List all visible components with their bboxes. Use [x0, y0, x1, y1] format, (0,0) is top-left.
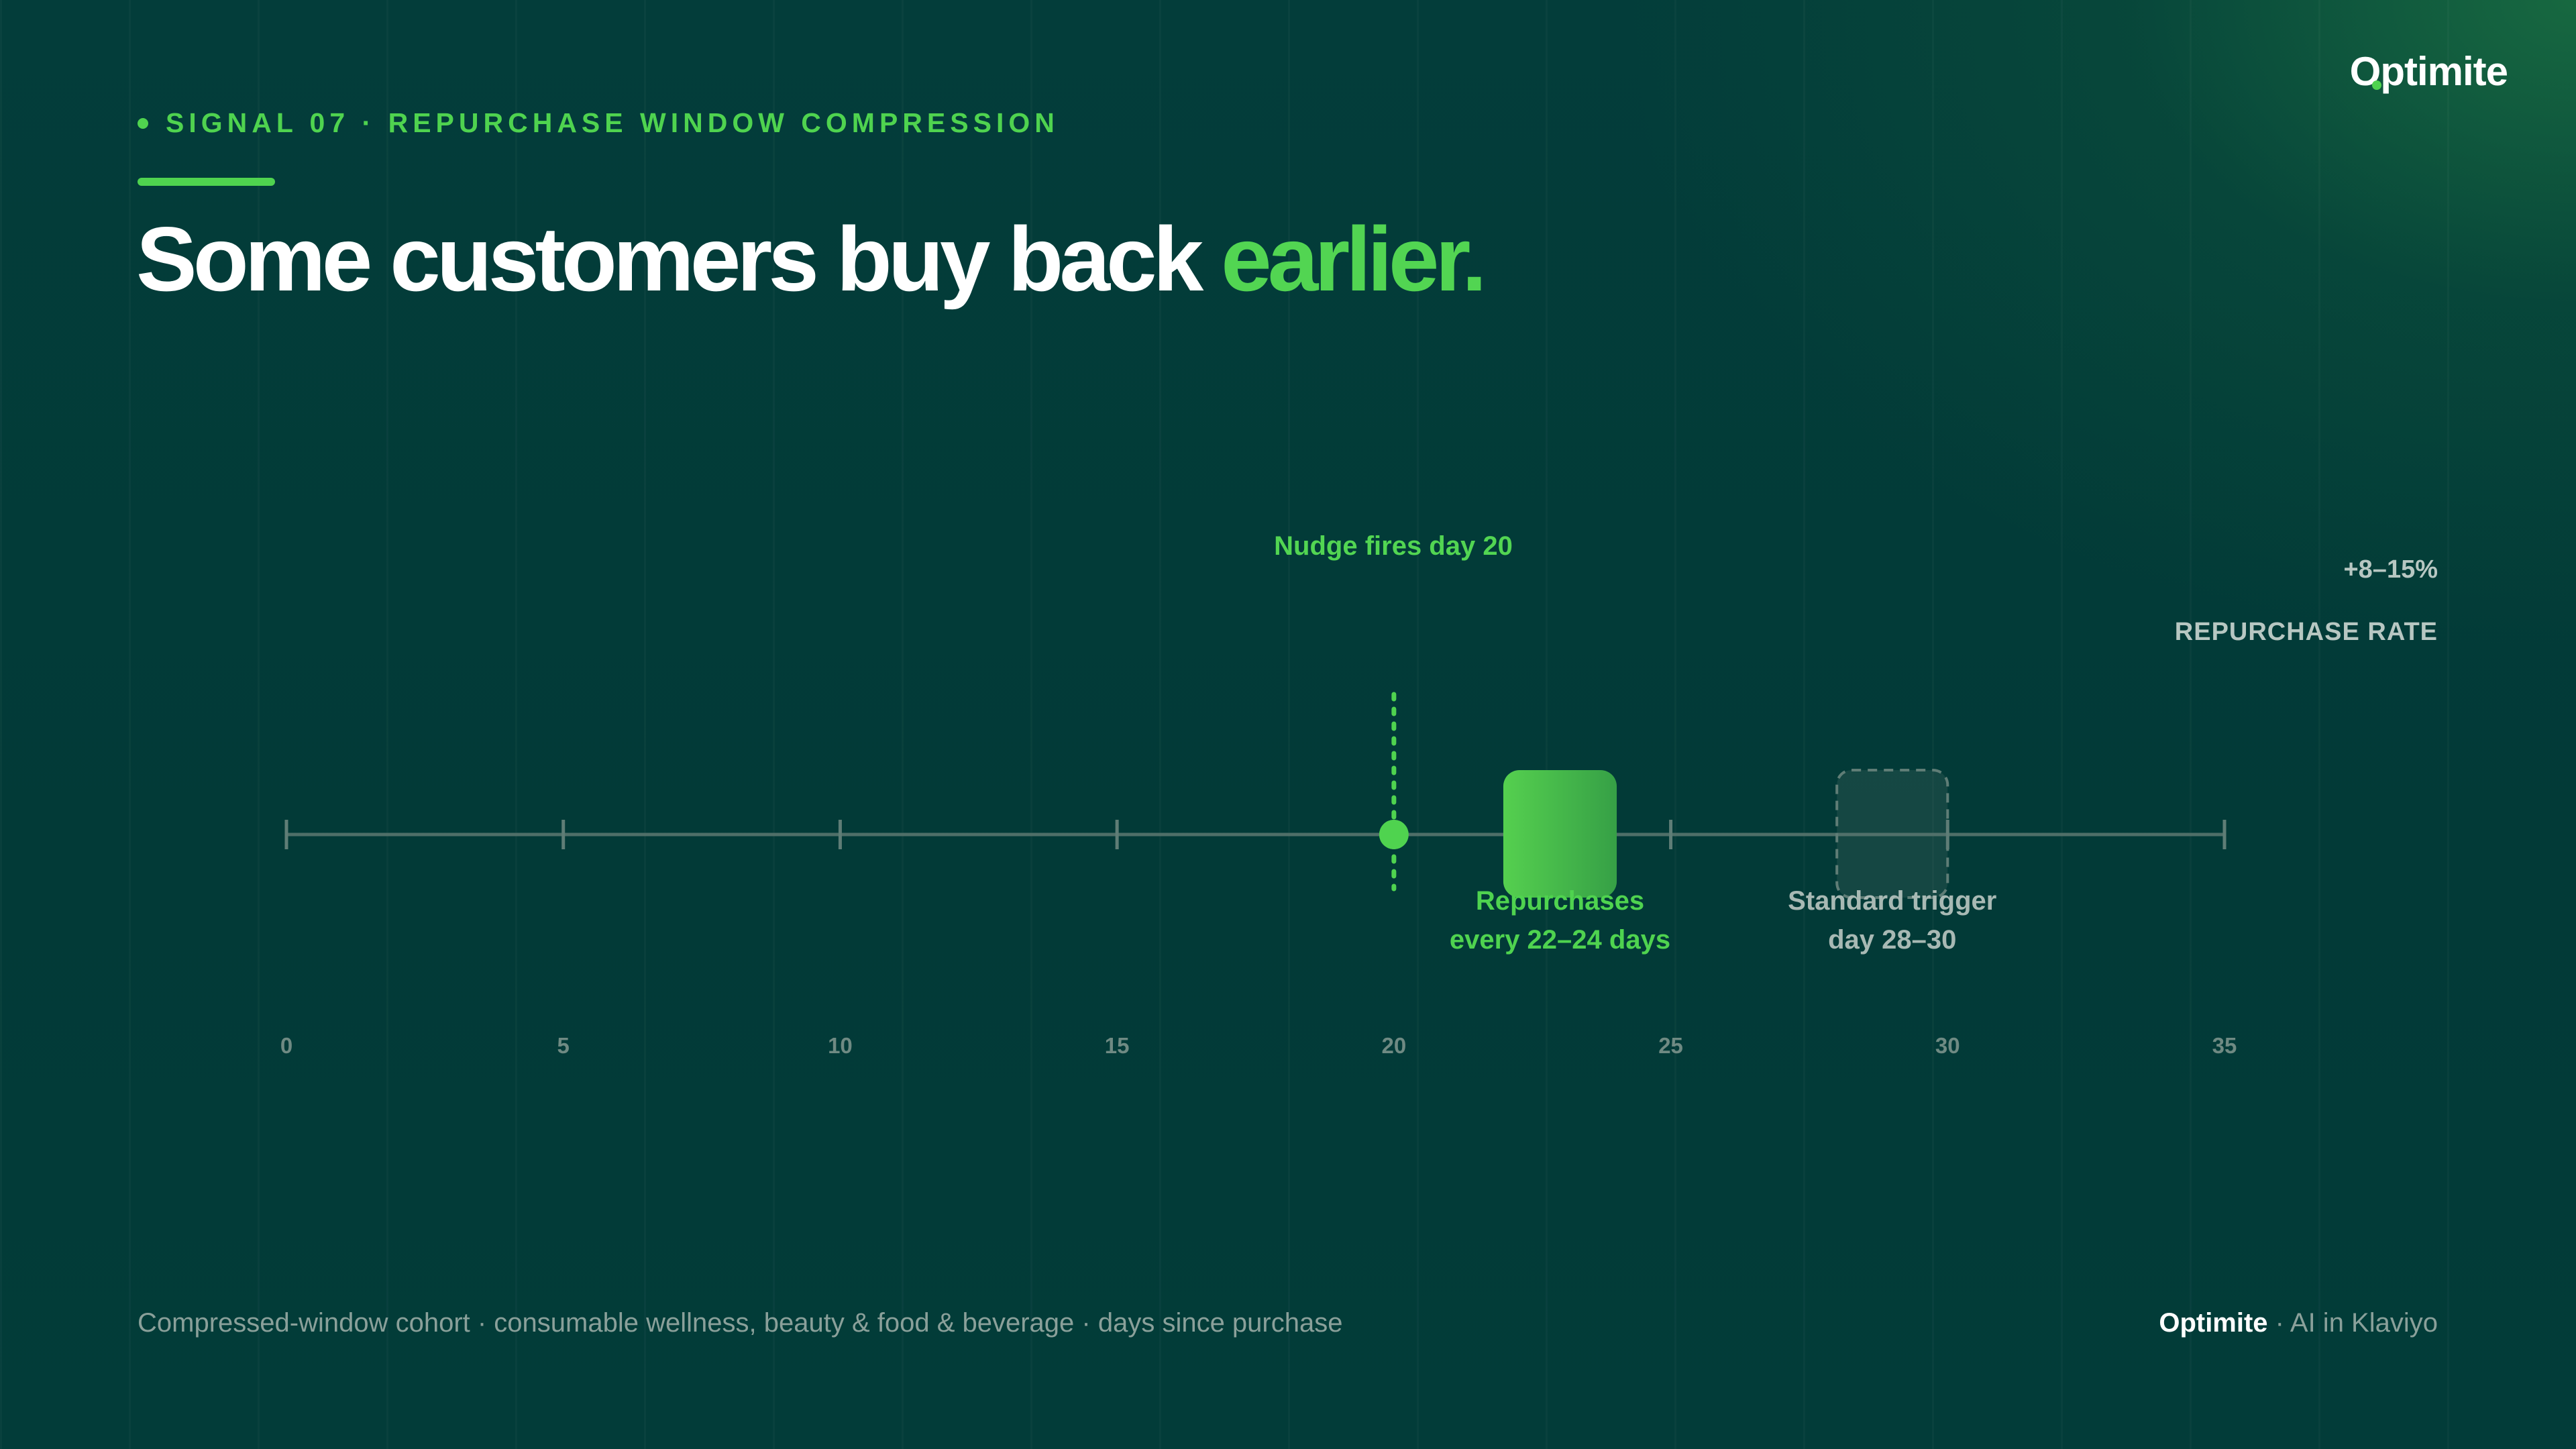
- nudge-label: Nudge fires day 20: [1274, 531, 1513, 561]
- page-title: Some customers buy back earlier.: [136, 207, 1487, 311]
- stat-block: +8–15% REPURCHASE RATE: [2175, 555, 2438, 647]
- axis-tick-label: 20: [1381, 1033, 1406, 1058]
- range-label-line2: every 22–24 days: [1450, 925, 1670, 955]
- range-bar-standard: [1835, 769, 1949, 899]
- eyebrow-text: SIGNAL 07 · REPURCHASE WINDOW COMPRESSIO…: [166, 107, 1059, 138]
- range-label-line2: day 28–30: [1828, 925, 1956, 955]
- footer-suffix: · AI in Klaviyo: [2267, 1308, 2438, 1338]
- axis-tick-label: 0: [280, 1033, 292, 1058]
- stat-label: REPURCHASE RATE: [2174, 618, 2438, 646]
- logo-text: ptimite: [2380, 49, 2508, 94]
- logo-mark: O: [2349, 49, 2381, 94]
- axis-tick-label: 10: [828, 1033, 853, 1058]
- nudge-marker-dot: [1379, 820, 1409, 849]
- axis-tick-label: 25: [1658, 1033, 1683, 1058]
- axis-tick-label: 35: [2212, 1033, 2237, 1058]
- range-bar-compressed: [1503, 770, 1617, 898]
- axis-tick-label: 30: [1935, 1033, 1960, 1058]
- logo: Optimite: [2350, 48, 2508, 95]
- headline-main: Some customers buy back: [136, 208, 1222, 310]
- footer-brand: Optimite: [2159, 1308, 2268, 1338]
- footer-caption: Compressed-window cohort · consumable we…: [138, 1308, 1343, 1338]
- bullet-dot-icon: [138, 117, 148, 129]
- headline-highlight: earlier.: [1221, 208, 1487, 310]
- range-label-line1: Standard trigger: [1788, 886, 1996, 916]
- range-label-line1: Repurchases: [1476, 886, 1644, 916]
- axis-tick-label: 15: [1105, 1033, 1130, 1058]
- stat-value: +8–15%: [2343, 555, 2438, 584]
- accent-bar: [138, 178, 275, 186]
- footer-credit: Optimite · AI in Klaviyo: [2159, 1308, 2438, 1338]
- eyebrow: SIGNAL 07 · REPURCHASE WINDOW COMPRESSIO…: [138, 107, 1059, 139]
- axis-tick-label: 5: [557, 1033, 570, 1058]
